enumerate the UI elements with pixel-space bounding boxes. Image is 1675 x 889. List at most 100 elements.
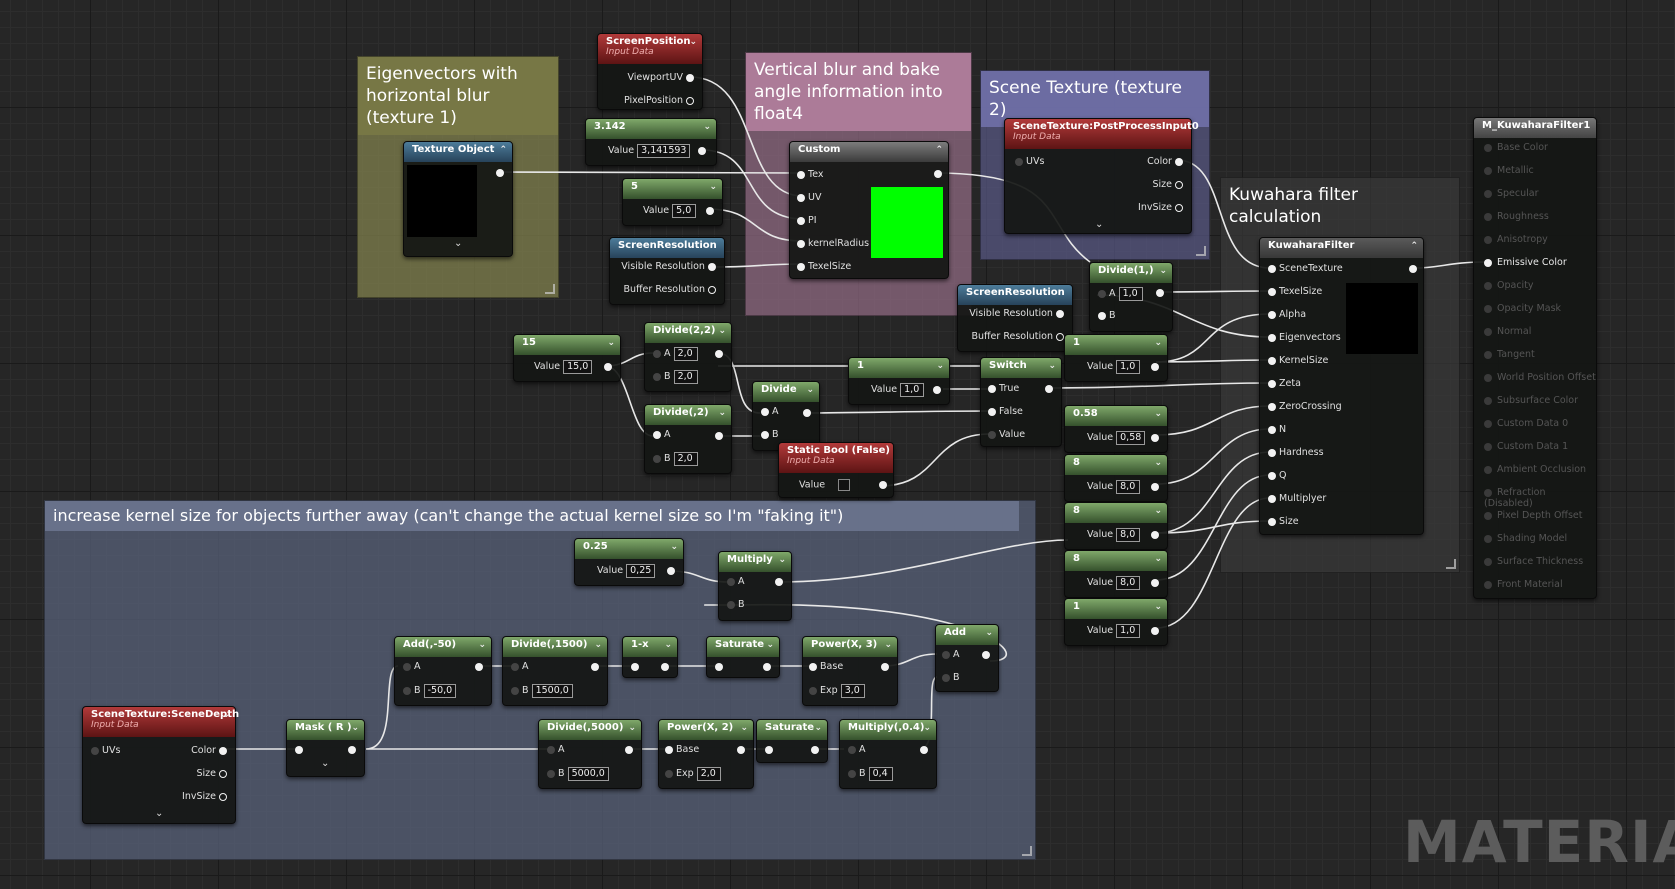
output-pin-row[interactable]: Color <box>1147 156 1183 167</box>
switch-node[interactable]: Switch⌄ True False Value <box>980 357 1062 447</box>
value-field[interactable]: 3,141593 <box>637 144 691 158</box>
value-field[interactable]: 8,0 <box>1116 528 1141 542</box>
input-pin-row[interactable]: UVs <box>91 745 120 756</box>
input-pin-icon[interactable] <box>1484 396 1492 405</box>
input-pin-row[interactable]: SceneTexture <box>1268 263 1343 274</box>
input-pin-row[interactable]: KernelSize <box>1268 355 1328 366</box>
node-header[interactable]: Divide(,1500)⌄ <box>503 637 607 657</box>
material-pin-base-color[interactable]: Base Color <box>1484 142 1548 153</box>
material-pin-opacity[interactable]: Opacity <box>1484 280 1534 291</box>
input-pin-icon[interactable] <box>727 577 735 586</box>
chevron-down-icon[interactable]: ⌄ <box>709 182 717 192</box>
node-header[interactable]: Divide(,2)⌄ <box>645 405 731 425</box>
node-header[interactable]: Add⌄ <box>936 625 998 645</box>
value-field[interactable]: 1,0 <box>900 383 925 397</box>
input-pin-icon[interactable] <box>1268 333 1276 342</box>
material-pin-emissive-color[interactable]: Emissive Color <box>1484 257 1567 268</box>
input-pin-row[interactable]: TexelSize <box>1268 286 1322 297</box>
pi-constant-node[interactable]: 3.142⌄ Value 3,141593 <box>585 118 717 166</box>
input-pin-icon[interactable] <box>1484 281 1492 290</box>
material-pin-subsurface-color[interactable]: Subsurface Color <box>1484 395 1578 406</box>
node-header[interactable]: Saturate⌄ <box>707 637 779 657</box>
value-field[interactable]: 2,0 <box>673 347 698 361</box>
chevron-up-icon[interactable]: ⌃ <box>935 145 943 155</box>
node-header[interactable]: ScreenResolution <box>610 238 724 258</box>
input-pin-icon[interactable] <box>761 430 769 439</box>
node-header[interactable]: Add(,-50)⌄ <box>395 637 491 657</box>
one-constant-node-2[interactable]: 1⌄ Value 1,0 <box>1064 334 1168 382</box>
input-pin-icon[interactable] <box>761 407 769 416</box>
texture-object-node[interactable]: Texture Object⌃ ⌄ <box>403 141 513 257</box>
chevron-down-icon[interactable]: ⌄ <box>628 723 636 733</box>
output-pin-row[interactable]: InvSize <box>182 791 227 802</box>
input-pin-icon[interactable] <box>809 662 817 671</box>
input-pin-icon[interactable] <box>1484 189 1492 198</box>
output-pin-icon[interactable] <box>715 432 723 440</box>
input-pin-icon[interactable] <box>1484 350 1492 359</box>
input-pin-row[interactable]: B 1500,0 <box>511 684 573 698</box>
input-pin-icon[interactable] <box>511 662 519 671</box>
input-pin-icon[interactable] <box>653 349 661 358</box>
one-constant-node-3[interactable]: 1⌄ Value 1,0 <box>1064 598 1168 646</box>
node-header[interactable]: 3.142⌄ <box>586 119 716 139</box>
input-pin-row[interactable]: UV <box>797 192 821 203</box>
input-pin-row[interactable]: A 1,0 <box>1098 287 1143 301</box>
node-header[interactable]: Divide(,5000)⌄ <box>539 720 641 740</box>
output-pin-icon[interactable] <box>219 792 227 801</box>
input-pin-icon[interactable] <box>511 686 519 695</box>
constant-025-node[interactable]: 0.25⌄ Value 0,25 <box>574 538 684 586</box>
mask-r-node[interactable]: Mask ( R )⌄ ⌄ <box>286 719 365 777</box>
input-pin-icon[interactable] <box>1484 166 1492 175</box>
custom-node[interactable]: Custom⌃ Tex UV PI kernelRadius TexelSize <box>789 141 949 279</box>
input-pin-icon[interactable] <box>942 673 950 682</box>
material-pin-metallic[interactable]: Metallic <box>1484 165 1534 176</box>
input-pin-row[interactable]: True <box>988 383 1019 394</box>
node-header[interactable]: M_KuwaharaFilter1 <box>1474 118 1596 138</box>
node-header[interactable]: Divide⌄ <box>753 382 819 402</box>
chevron-down-icon[interactable]: ⌄ <box>321 758 330 769</box>
input-pin-icon[interactable] <box>547 769 555 778</box>
multiply-node[interactable]: Multiply⌄ A B <box>718 551 792 621</box>
chevron-down-icon[interactable]: ⌄ <box>1154 409 1162 419</box>
output-pin-row[interactable]: Buffer Resolution <box>971 331 1064 342</box>
output-pin-icon[interactable] <box>803 409 811 417</box>
output-pin-icon[interactable] <box>708 285 716 294</box>
node-header[interactable]: Divide(2,2)⌄ <box>645 323 731 343</box>
input-pin-icon[interactable] <box>1484 258 1492 267</box>
input-pin-icon[interactable] <box>1484 373 1492 382</box>
material-pin-custom-data-1[interactable]: Custom Data 1 <box>1484 441 1568 452</box>
resize-handle-icon[interactable] <box>1196 246 1206 256</box>
value-field[interactable]: 3,0 <box>840 684 865 698</box>
output-pin-icon[interactable] <box>1045 385 1053 393</box>
input-pin-row[interactable]: B <box>1098 310 1116 321</box>
input-pin-row[interactable]: B <box>727 599 745 610</box>
input-pin-icon[interactable] <box>653 372 661 381</box>
value-field[interactable]: 8,0 <box>1116 480 1141 494</box>
node-header[interactable]: Mask ( R )⌄ <box>287 720 364 740</box>
node-header[interactable]: 1⌄ <box>1065 335 1167 355</box>
chevron-down-icon[interactable]: ⌄ <box>594 640 602 650</box>
value-field[interactable]: 2,0 <box>673 370 698 384</box>
output-pin-row[interactable]: PixelPosition <box>624 95 694 106</box>
input-pin-icon[interactable] <box>1484 304 1492 313</box>
input-pin-icon[interactable] <box>1268 310 1276 319</box>
input-pin-row[interactable]: Eigenvectors <box>1268 332 1341 343</box>
output-pin-icon[interactable] <box>1151 531 1159 539</box>
value-field[interactable]: 2,0 <box>673 452 698 466</box>
chevron-down-icon[interactable]: ⌄ <box>155 808 164 819</box>
divide-2-2-node[interactable]: Divide(2,2)⌄ A 2,0 B 2,0 <box>644 322 732 392</box>
divide-2-node[interactable]: Divide(,2)⌄ A B 2,0 <box>644 404 732 474</box>
input-pin-icon[interactable] <box>1268 517 1276 526</box>
input-pin-icon[interactable] <box>665 769 673 778</box>
chevron-down-icon[interactable]: ⌄ <box>923 723 931 733</box>
output-pin-icon[interactable] <box>811 746 819 754</box>
input-pin-icon[interactable] <box>797 193 805 202</box>
node-header[interactable]: Custom⌃ <box>790 142 948 162</box>
constant-058-node[interactable]: 0.58⌄ Value 0,58 <box>1064 405 1168 453</box>
input-pin-row[interactable]: A <box>942 649 960 660</box>
node-header[interactable]: Texture Object⌃ <box>404 142 512 162</box>
one-constant-node[interactable]: 1⌄ Value 1,0 <box>848 357 950 405</box>
